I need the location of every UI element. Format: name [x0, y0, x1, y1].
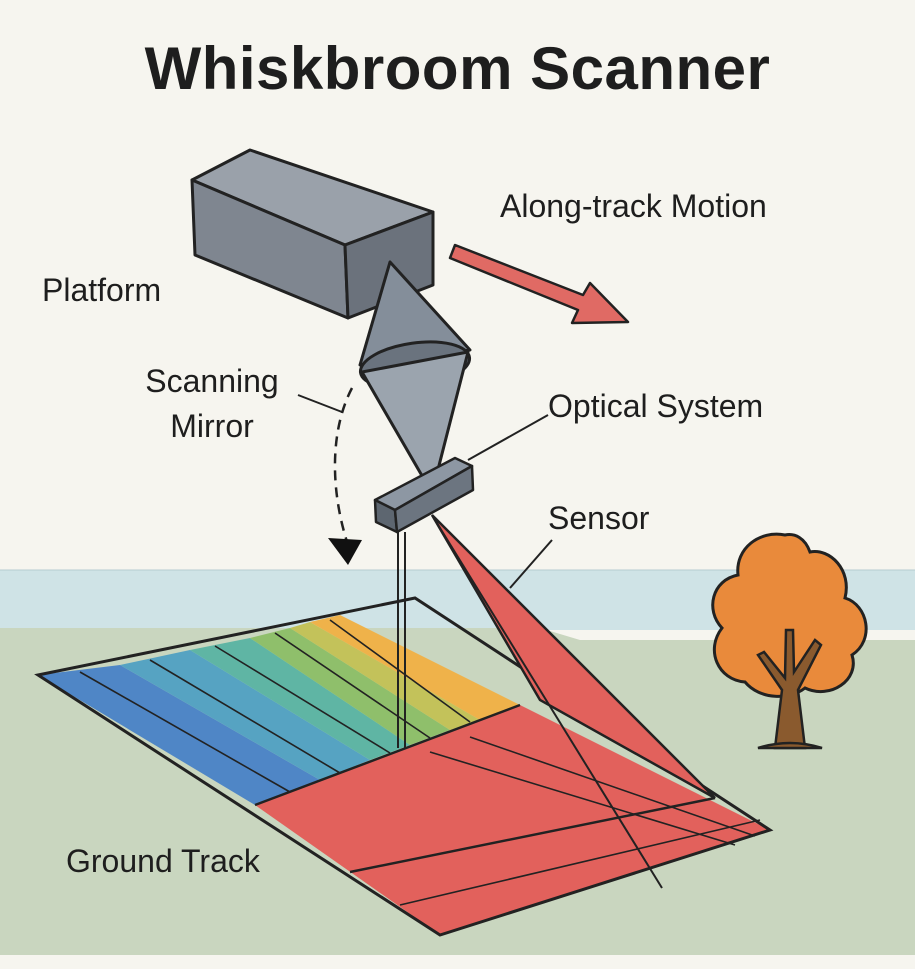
label-platform: Platform — [42, 272, 162, 308]
optical-system-box — [373, 456, 475, 534]
band-5 — [290, 622, 480, 730]
band-2 — [120, 650, 370, 780]
ground-track-red — [255, 705, 770, 935]
optical-cone — [360, 350, 470, 495]
label-scanning-mirror-1: Scanning — [145, 363, 279, 399]
sensor-beam — [430, 514, 716, 800]
label-sensor: Sensor — [548, 500, 650, 536]
ground-track-bands — [38, 615, 520, 805]
nadir-lines — [397, 532, 406, 748]
label-optical-system: Optical System — [548, 388, 764, 424]
scan-arrowhead — [328, 538, 362, 565]
band-1 — [38, 665, 320, 805]
band-4 — [250, 628, 450, 745]
tree-icon — [711, 532, 868, 750]
ground-track-outline — [34, 596, 774, 937]
page-title: Whiskbroom Scanner — [144, 35, 771, 102]
label-ground-track: Ground Track — [66, 843, 260, 879]
label-along-track: Along-track Motion — [500, 188, 767, 224]
band-3 — [190, 638, 410, 760]
leader-lines — [297, 394, 553, 589]
arrow-right-icon — [448, 243, 630, 325]
label-scanning-mirror-2: Mirror — [170, 408, 254, 444]
sensor-beam-centerline — [431, 514, 663, 889]
scan-direction-arc — [333, 387, 354, 546]
band-6 — [310, 615, 520, 720]
